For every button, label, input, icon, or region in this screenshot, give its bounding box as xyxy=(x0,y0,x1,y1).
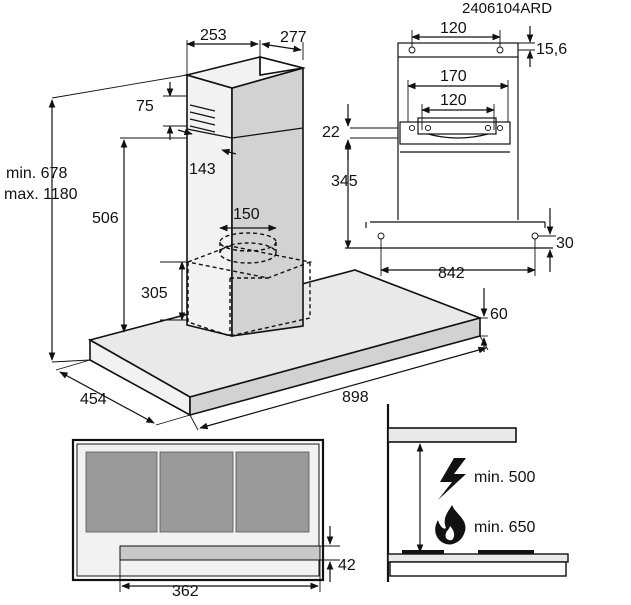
wall-hole-right xyxy=(531,232,539,240)
dim-hood-width: 898 xyxy=(342,389,369,406)
dim-bracket-gap: 22 xyxy=(322,124,340,141)
dim-outer-spacing: 170 xyxy=(440,68,467,85)
dim-bracket-offset: 143 xyxy=(189,161,216,178)
dim-height-min: min. 678 xyxy=(6,165,67,182)
light-strip xyxy=(119,545,321,561)
dim-chimney-width: 253 xyxy=(200,27,227,44)
dim-wall-hole-spacing: 842 xyxy=(438,265,465,282)
drawing-code: 2406104ARD xyxy=(462,0,552,17)
hood-side xyxy=(387,427,517,443)
clearance-electric: min. 500 xyxy=(474,469,535,486)
dim-height-max: max. 1180 xyxy=(4,186,78,203)
dim-top-offset: 15,6 xyxy=(536,41,567,58)
filter-panel-1 xyxy=(85,451,158,533)
wall-hole-left xyxy=(377,232,385,240)
bottom-view: 362 42 xyxy=(71,438,356,600)
dim-light-width: 362 xyxy=(172,583,199,600)
dim-outlet-height: 506 xyxy=(92,210,119,227)
bracket-plate xyxy=(399,121,511,145)
dim-hood-depth: 454 xyxy=(80,391,107,408)
filter-panel-3 xyxy=(235,451,310,533)
dim-outlet-diameter: 150 xyxy=(233,206,260,223)
vent-slots xyxy=(189,104,216,133)
dim-bracket-to-holes: 345 xyxy=(331,173,358,190)
dim-canopy-thickness: 60 xyxy=(490,306,508,323)
main-view: 253 277 75 143 min. 678 max. 1180 506 15… xyxy=(4,27,508,431)
clearance-view: min. 500 min. 650 xyxy=(386,404,569,582)
dim-filter-height: 305 xyxy=(141,285,168,302)
chimney-left xyxy=(186,73,233,338)
burner-2 xyxy=(478,550,534,554)
filter-box xyxy=(185,232,313,337)
burner-1 xyxy=(402,550,444,554)
dim-bracket-height: 75 xyxy=(136,98,154,115)
chimney-front xyxy=(231,66,304,337)
dim-chimney-depth: 277 xyxy=(280,29,307,46)
clearance-gas: min. 650 xyxy=(474,519,535,536)
dim-wall-hole-offset: 30 xyxy=(556,235,574,252)
lightning-icon xyxy=(438,458,466,500)
flame-icon xyxy=(435,505,466,545)
dim-top-hole-spacing: 120 xyxy=(440,20,467,37)
dim-inner-spacing: 120 xyxy=(440,92,467,109)
bracket-view: 2406104ARD 120 15,6 170 120 xyxy=(322,0,574,282)
dim-light-depth: 42 xyxy=(338,557,356,574)
bracket-clip xyxy=(417,117,497,135)
hood-bottom-outline xyxy=(71,438,325,582)
filter-panel-2 xyxy=(159,451,234,533)
cooktop-side xyxy=(387,553,569,563)
